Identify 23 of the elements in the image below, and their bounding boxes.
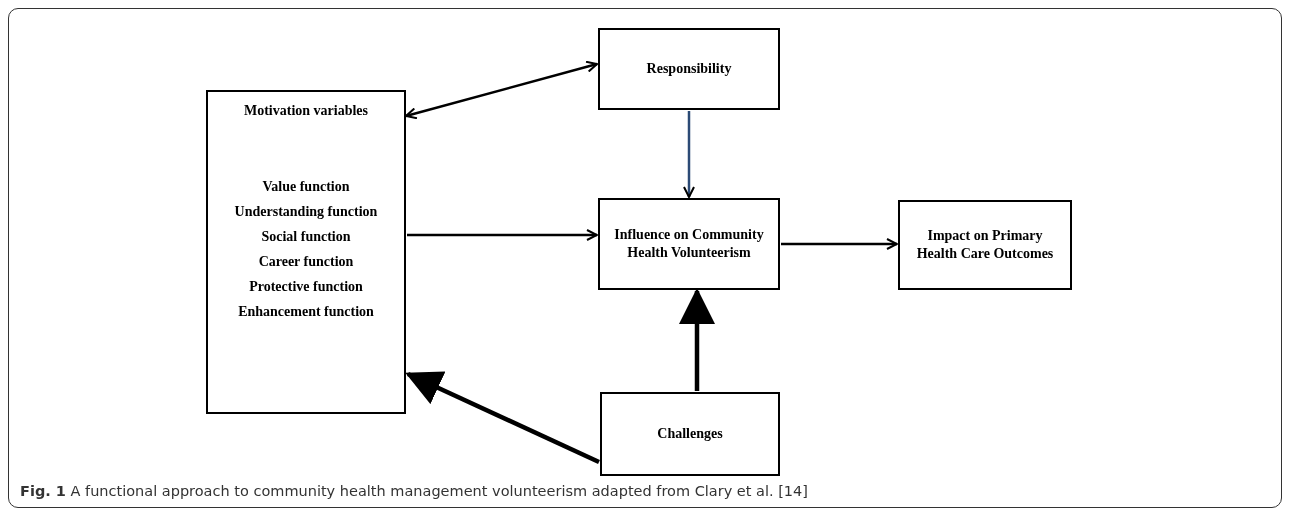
box-text: Influence on Community Health Volunteerism bbox=[613, 226, 765, 262]
process-box bbox=[598, 198, 780, 290]
process-box bbox=[598, 28, 780, 110]
box-text: Challenges bbox=[656, 425, 724, 443]
arrow bbox=[683, 111, 695, 198]
arrow bbox=[679, 288, 715, 391]
box-text: Value function bbox=[262, 178, 350, 196]
box-text: Protective function bbox=[249, 278, 363, 296]
arrow bbox=[405, 60, 598, 120]
arrow bbox=[781, 238, 898, 250]
box-text: Impact on Primary Health Care Outcomes bbox=[915, 227, 1055, 263]
box-text: Responsibility bbox=[645, 60, 733, 78]
process-box bbox=[600, 392, 780, 476]
process-box bbox=[898, 200, 1072, 290]
box-heading: Motivation variables bbox=[243, 102, 368, 120]
process-box bbox=[206, 90, 406, 414]
box-text: Understanding function bbox=[234, 203, 378, 221]
arrow bbox=[407, 229, 598, 241]
figure-caption: Fig. 1 A functional approach to community health management volunteerism adapted from Clary et al. [14] bbox=[20, 483, 808, 499]
box-text: Career function bbox=[258, 253, 354, 271]
box-text: Enhancement function bbox=[238, 303, 374, 321]
box-text: Social function bbox=[261, 228, 351, 246]
arrow bbox=[405, 371, 600, 465]
